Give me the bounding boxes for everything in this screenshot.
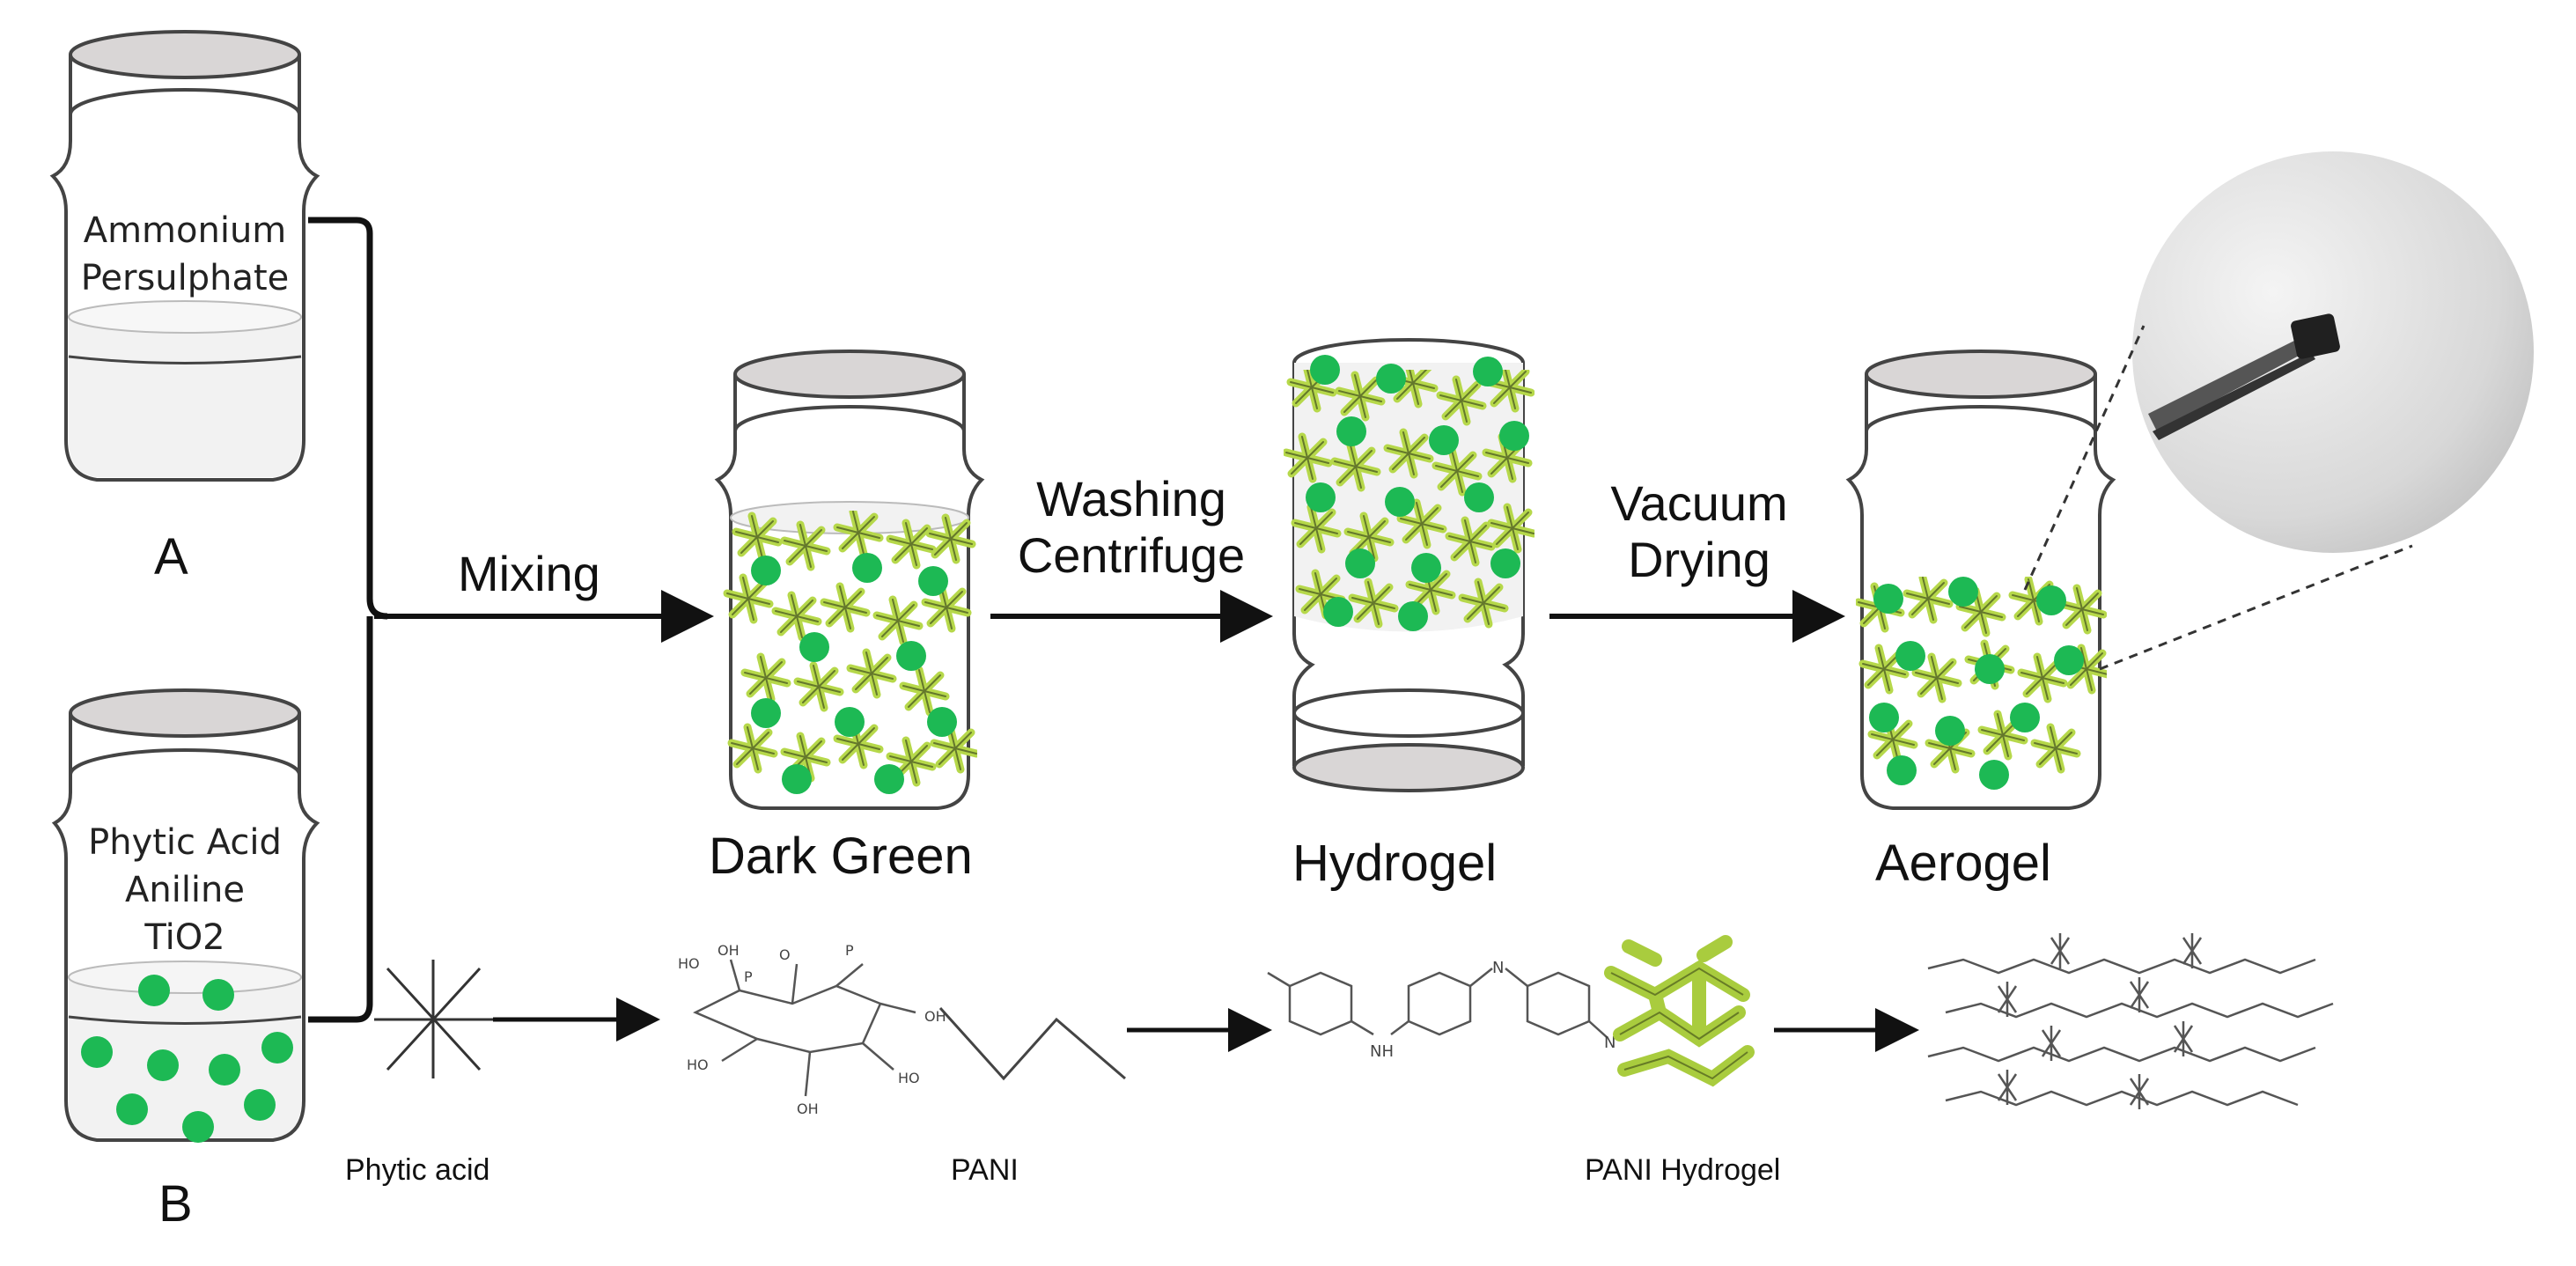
imine-label-1: N bbox=[1492, 959, 1504, 977]
mixing-label: Mixing bbox=[458, 546, 600, 601]
zoom-line-upper bbox=[2023, 325, 2145, 591]
pani-hydrogel-label: PANI Hydrogel bbox=[1585, 1153, 1781, 1187]
svg-text:HO: HO bbox=[898, 1070, 920, 1086]
jar-b-line-2: Aniline bbox=[124, 870, 245, 910]
dark-green-label: Dark Green bbox=[709, 828, 973, 885]
svg-text:OH: OH bbox=[924, 1008, 946, 1025]
pani-label: PANI bbox=[951, 1153, 1019, 1187]
jar-b-line-3: TiO2 bbox=[144, 917, 225, 958]
svg-text:OH: OH bbox=[797, 1100, 819, 1117]
svg-text:HO: HO bbox=[678, 955, 700, 972]
svg-text:O: O bbox=[779, 946, 791, 963]
jar-hydrogel bbox=[1286, 338, 1534, 792]
jar-b-line-1: Phytic Acid bbox=[88, 822, 282, 863]
vacuum-label-line-2: Drying bbox=[1628, 532, 1770, 588]
jar-a-label: A bbox=[154, 528, 188, 585]
vacuum-label-line-1: Vacuum bbox=[1610, 475, 1788, 531]
phytic-acid-label: Phytic acid bbox=[345, 1153, 490, 1187]
svg-text:OH: OH bbox=[718, 942, 740, 959]
aerogel-photo bbox=[2132, 151, 2534, 553]
hydrogel-label: Hydrogel bbox=[1292, 835, 1498, 892]
jar-a-line-1: Ammonium bbox=[83, 210, 287, 251]
vacuum-label: Vacuum Drying bbox=[1567, 475, 1831, 589]
pani-structure bbox=[1267, 968, 1643, 1041]
pani-structure-labels: NH N N bbox=[1370, 959, 1616, 1061]
washing-label-line-2: Centrifuge bbox=[1017, 527, 1246, 584]
jar-a-line-2: Persulphate bbox=[80, 258, 290, 298]
svg-text:P: P bbox=[845, 942, 854, 959]
pani-hydrogel-network bbox=[1604, 935, 1755, 1087]
phytic-acid-molecule bbox=[693, 959, 916, 1097]
jar-b-contents: Phytic Acid Aniline TiO2 bbox=[66, 819, 304, 961]
zoom-line-lower bbox=[2099, 544, 2413, 671]
crosslink-stars bbox=[1997, 933, 2203, 1109]
washing-label-line-1: Washing bbox=[1036, 471, 1226, 526]
phytic-acid-star bbox=[374, 960, 493, 1078]
jar-a bbox=[49, 30, 320, 482]
jar-b-label: B bbox=[158, 1175, 193, 1233]
svg-text:HO: HO bbox=[687, 1056, 709, 1073]
jar-aerogel bbox=[1845, 350, 2116, 810]
jar-dark-green bbox=[714, 350, 985, 810]
crosslinked-network bbox=[1927, 958, 2334, 1107]
aerogel-label: Aerogel bbox=[1875, 835, 2051, 892]
merge-bracket bbox=[308, 217, 388, 1023]
svg-text:P: P bbox=[744, 968, 753, 985]
tio2-particles bbox=[81, 975, 293, 1143]
jar-a-contents: Ammonium Persulphate bbox=[66, 207, 304, 302]
imine-label-2: N bbox=[1604, 1034, 1616, 1052]
amine-label: NH bbox=[1370, 1042, 1394, 1061]
washing-label: Washing Centrifuge bbox=[1008, 471, 1255, 585]
pani-chain bbox=[938, 1006, 1126, 1081]
pani-hydrogel-outline bbox=[1610, 967, 1748, 1080]
